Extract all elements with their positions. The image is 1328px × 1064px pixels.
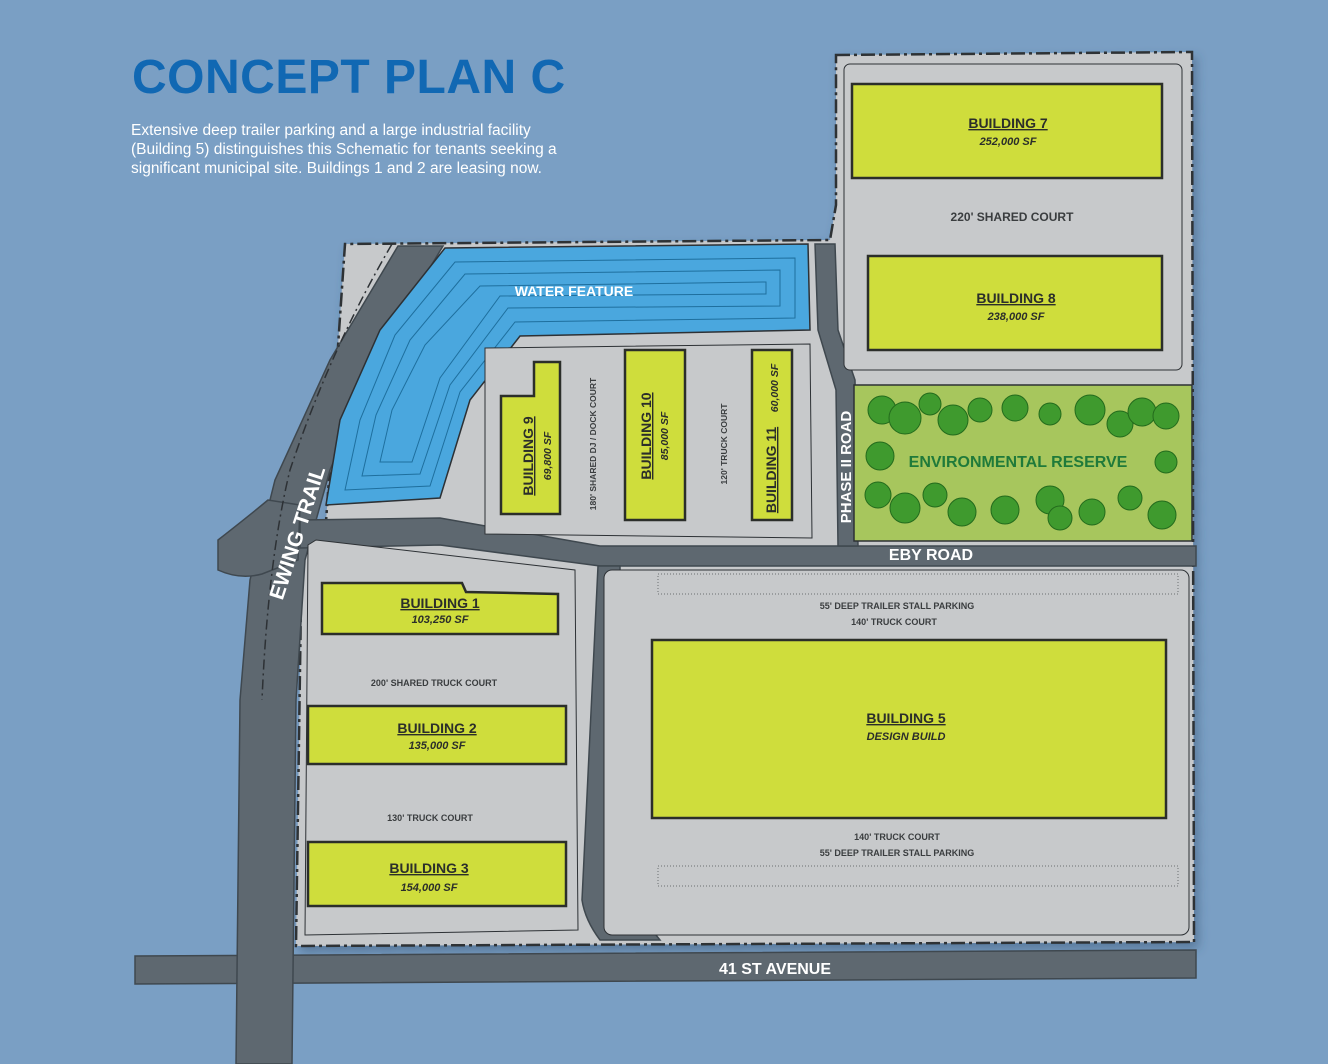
description-line: (Building 5) distinguishes this Schemati… <box>131 141 557 158</box>
buildings <box>306 82 1168 908</box>
court-120-label: 120' TRUCK COURT <box>719 403 729 485</box>
building-8-sf: 238,000 SF <box>987 311 1045 323</box>
environmental-reserve: ENVIRONMENTAL RESERVE <box>853 384 1193 542</box>
building-5-name: BUILDING 5 <box>866 710 946 726</box>
eby-road-label: EBY ROAD <box>889 547 973 564</box>
building-7 <box>850 82 1164 180</box>
building-2-name: BUILDING 2 <box>397 720 477 736</box>
building-9-sf: 69,800 SF <box>542 431 554 480</box>
court-130-label: 130' TRUCK COURT <box>387 813 473 823</box>
building-5-sf: DESIGN BUILD <box>867 731 946 743</box>
building-8 <box>866 254 1164 352</box>
road-41st-avenue <box>134 949 1197 985</box>
building-3-name: BUILDING 3 <box>389 860 469 876</box>
41st-avenue-label: 41 ST AVENUE <box>719 961 831 978</box>
building-2 <box>306 704 568 766</box>
description-line: significant municipal site. Buildings 1 … <box>131 160 542 177</box>
building-11-sf: 60,000 SF <box>769 363 781 412</box>
page-title: CONCEPT PLAN C <box>132 51 566 104</box>
court-220-label: 220' SHARED COURT <box>951 210 1075 224</box>
building-3 <box>306 840 568 908</box>
water-feature: WATER FEATURE <box>325 243 811 506</box>
building-9 <box>499 360 562 516</box>
building-10-sf: 85,000 SF <box>659 411 671 460</box>
building-1 <box>320 581 560 636</box>
dock-180-label: 180' SHARED DJ / DOCK COURT <box>588 377 598 510</box>
description-line: Extensive deep trailer parking and a lar… <box>131 122 531 139</box>
building-11 <box>750 348 794 522</box>
building-10-name: BUILDING 10 <box>638 392 654 479</box>
building-1-sf: 103,250 SF <box>412 614 469 626</box>
building-10 <box>623 348 687 522</box>
building-11-name: BUILDING 11 <box>763 427 779 514</box>
plan-description: Extensive deep trailer parking and a lar… <box>131 121 631 178</box>
building-8-name: BUILDING 8 <box>976 290 1056 306</box>
building-7-name: BUILDING 7 <box>968 115 1048 131</box>
phase-ii-road-label: PHASE II ROAD <box>838 411 855 524</box>
building-1-name: BUILDING 1 <box>400 595 480 611</box>
building-9-name: BUILDING 9 <box>520 416 536 496</box>
intersection <box>217 499 301 577</box>
reserve-label: ENVIRONMENTAL RESERVE <box>909 454 1128 471</box>
building-5 <box>650 638 1168 820</box>
road-phase-ii <box>814 243 859 547</box>
building-7-sf: 252,000 SF <box>979 136 1037 148</box>
trailer-bottom-label: 55' DEEP TRAILER STALL PARKING <box>820 848 975 858</box>
court-140-top-label: 140' TRUCK COURT <box>851 617 937 627</box>
tree-icons <box>864 392 1180 531</box>
court-200-label: 200' SHARED TRUCK COURT <box>371 678 498 688</box>
building-2-sf: 135,000 SF <box>409 740 466 752</box>
trailer-top-label: 55' DEEP TRAILER STALL PARKING <box>820 601 975 611</box>
court-140-bottom-label: 140' TRUCK COURT <box>854 832 940 842</box>
building-3-sf: 154,000 SF <box>401 882 458 894</box>
water-feature-label: WATER FEATURE <box>515 283 633 299</box>
